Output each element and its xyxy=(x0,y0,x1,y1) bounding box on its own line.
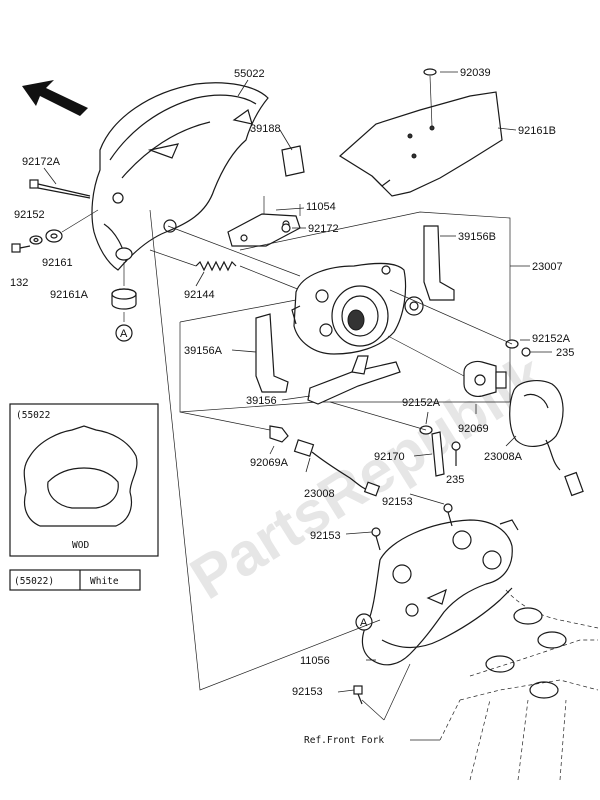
screw-92153-lower-part[interactable] xyxy=(353,685,363,705)
label-235-upper: 235 xyxy=(556,347,574,359)
rivet-part[interactable] xyxy=(423,68,437,76)
label-92152: 92152 xyxy=(14,209,45,221)
headlight-cowl-part[interactable] xyxy=(91,82,269,271)
bolt-92172A-part[interactable] xyxy=(29,179,91,199)
svg-text:A: A xyxy=(360,617,368,629)
reference-mark-a-lower: A xyxy=(355,613,373,631)
front-direction-arrow xyxy=(22,80,88,116)
screw-92153-upper-right-part[interactable] xyxy=(443,503,453,527)
label-23008: 23008 xyxy=(304,488,335,500)
color-table-code: (55022) xyxy=(14,576,54,587)
inset-color-table: (55022) White xyxy=(9,569,141,591)
headlight-bulb-part[interactable] xyxy=(463,360,507,397)
label-92153-lower: 92153 xyxy=(292,686,323,698)
bracket-39156B-part[interactable] xyxy=(423,225,455,301)
label-92039: 92039 xyxy=(460,67,491,79)
label-23008A: 23008A xyxy=(484,451,523,463)
washer-92152-part[interactable] xyxy=(29,235,43,245)
adjuster-spring-part[interactable] xyxy=(195,260,237,272)
label-92172A: 92172A xyxy=(22,156,61,168)
strap-92170-part[interactable] xyxy=(431,431,445,477)
label-92161B: 92161B xyxy=(518,125,556,137)
label-55022: 55022 xyxy=(234,68,265,80)
grommet-92161A-part[interactable] xyxy=(111,247,137,310)
label-132: 132 xyxy=(10,277,28,289)
grommet-92161-part[interactable] xyxy=(45,229,63,243)
label-92144: 92144 xyxy=(184,289,215,301)
label-11056: 11056 xyxy=(300,655,330,667)
label-92161A: 92161A xyxy=(50,289,89,301)
label-92153-upper-left: 92153 xyxy=(310,530,341,542)
screw-92153-upper-left-part[interactable] xyxy=(371,527,381,551)
bracket-39156A-part[interactable] xyxy=(255,313,289,393)
front-fork-reference xyxy=(410,589,599,781)
label-39188: 39188 xyxy=(250,123,281,135)
label-39156B: 39156B xyxy=(458,231,496,243)
label-11054: 11054 xyxy=(306,201,336,213)
svg-text:A: A xyxy=(120,328,128,340)
headlight-unit-part[interactable] xyxy=(291,262,407,355)
screw-132-part[interactable] xyxy=(11,243,31,253)
label-92170: 92170 xyxy=(374,451,405,463)
label-92069A: 92069A xyxy=(250,457,289,469)
screw-235-upper-part[interactable] xyxy=(521,347,531,357)
adjuster-gear-part[interactable] xyxy=(404,296,424,316)
screw-235-lower-part[interactable] xyxy=(451,441,461,466)
inner-cover-part[interactable] xyxy=(339,91,503,197)
label-92172: 92172 xyxy=(308,223,339,235)
color-table-color: White xyxy=(90,576,119,587)
label-ref-front-fork: Ref.Front Fork xyxy=(304,735,384,746)
label-39156: 39156 xyxy=(246,395,277,407)
label-92152A-upper: 92152A xyxy=(532,333,571,345)
sticker-part[interactable] xyxy=(281,145,305,177)
label-39156A: 39156A xyxy=(184,345,223,357)
label-92153-upper-right: 92153 xyxy=(382,496,413,508)
bracket-39156-part[interactable] xyxy=(307,355,401,405)
inset-variant-label: WOD xyxy=(72,540,89,551)
inset-model-code: (55022 xyxy=(16,410,50,421)
reference-mark-a-upper: A xyxy=(115,324,133,342)
label-92069: 92069 xyxy=(458,423,489,435)
inset-variant-box: (55022 WOD xyxy=(9,403,159,557)
bulb-socket-cover-part[interactable] xyxy=(509,380,584,497)
label-23007: 23007 xyxy=(532,261,563,273)
headlight-stay-part[interactable] xyxy=(361,519,519,666)
label-92152A-lower: 92152A xyxy=(402,397,441,409)
label-235-lower: 235 xyxy=(446,474,464,486)
label-92161: 92161 xyxy=(42,257,73,269)
position-bulb-part[interactable] xyxy=(269,425,289,443)
position-socket-part[interactable] xyxy=(293,439,381,497)
screw-92172-part[interactable] xyxy=(281,223,291,233)
